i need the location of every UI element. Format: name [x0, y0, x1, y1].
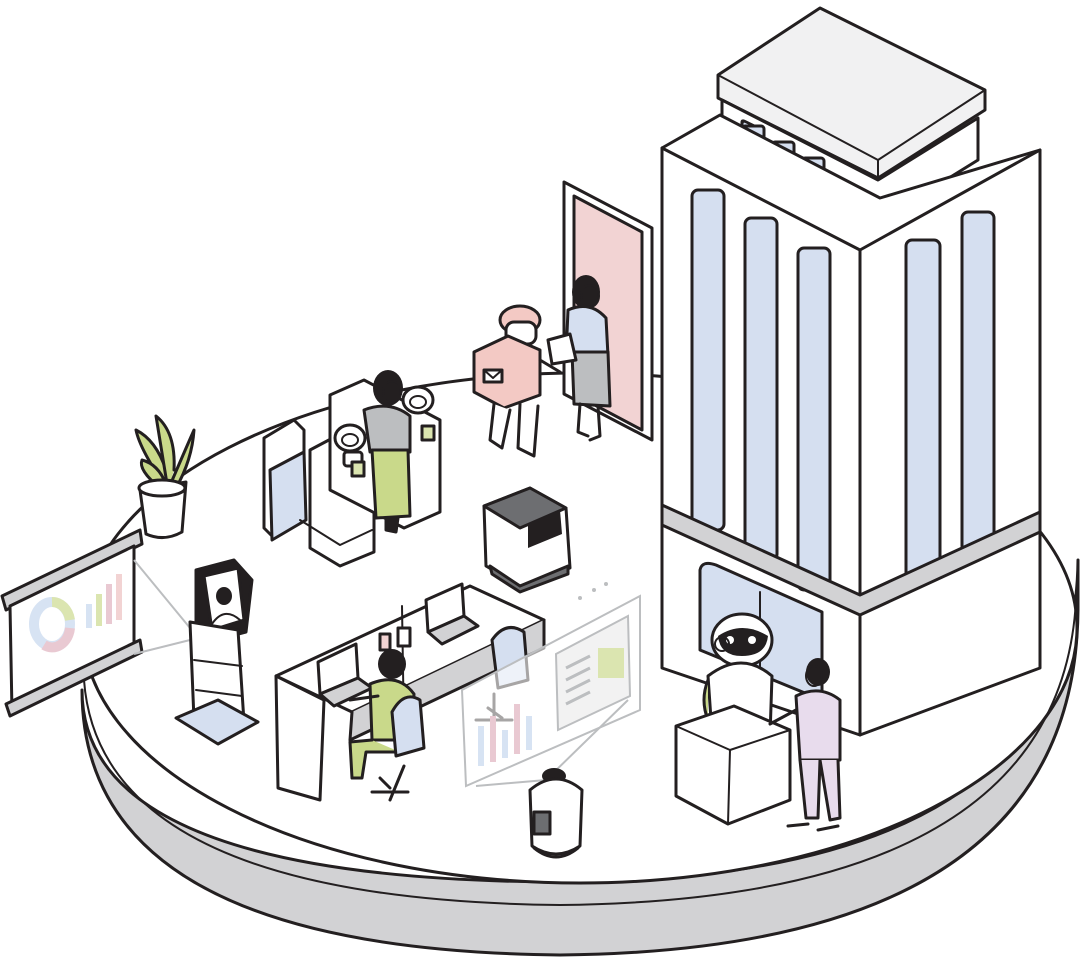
tower-window-2: [743, 216, 779, 562]
reception-desk: [674, 704, 792, 826]
hologram-display: [460, 582, 641, 788]
tower-roof: [716, 6, 987, 180]
laptop-icon: [424, 582, 480, 646]
potted-plant: [134, 414, 196, 539]
gate-robot-right: [401, 385, 436, 442]
mailbox-body: [472, 334, 542, 410]
tower-band: [660, 503, 1042, 617]
telepresence-robot: [174, 558, 260, 746]
donut-chart-icon: [29, 597, 75, 653]
office-chair: [370, 695, 426, 802]
tower-window-5: [960, 210, 996, 554]
bar-chart-icon: [86, 574, 122, 628]
turnstile-gates: [262, 378, 442, 568]
office-tower: [660, 6, 1042, 737]
projector-robot: [528, 768, 584, 859]
platform-side: [80, 558, 1080, 957]
visitor-woman: [362, 370, 412, 534]
woman-at-door: [546, 275, 612, 442]
gate-door: [268, 450, 308, 542]
delivery-robot: [472, 304, 562, 458]
tower-window-4: [904, 238, 942, 582]
desk-items: [378, 626, 412, 652]
gate-robot-left: [333, 423, 367, 478]
hologram-bar-chart: [478, 704, 532, 766]
tower-window-1: [690, 188, 726, 532]
laptop-icon-2: [316, 642, 374, 708]
green-skirt: [370, 448, 412, 520]
tower-window-3: [796, 246, 832, 592]
document-icon: [565, 654, 591, 706]
platform-rim: [83, 599, 1077, 906]
visitor-at-reception: [768, 658, 842, 832]
projection-screen: [0, 528, 191, 718]
service-robot-cart: [482, 486, 572, 594]
